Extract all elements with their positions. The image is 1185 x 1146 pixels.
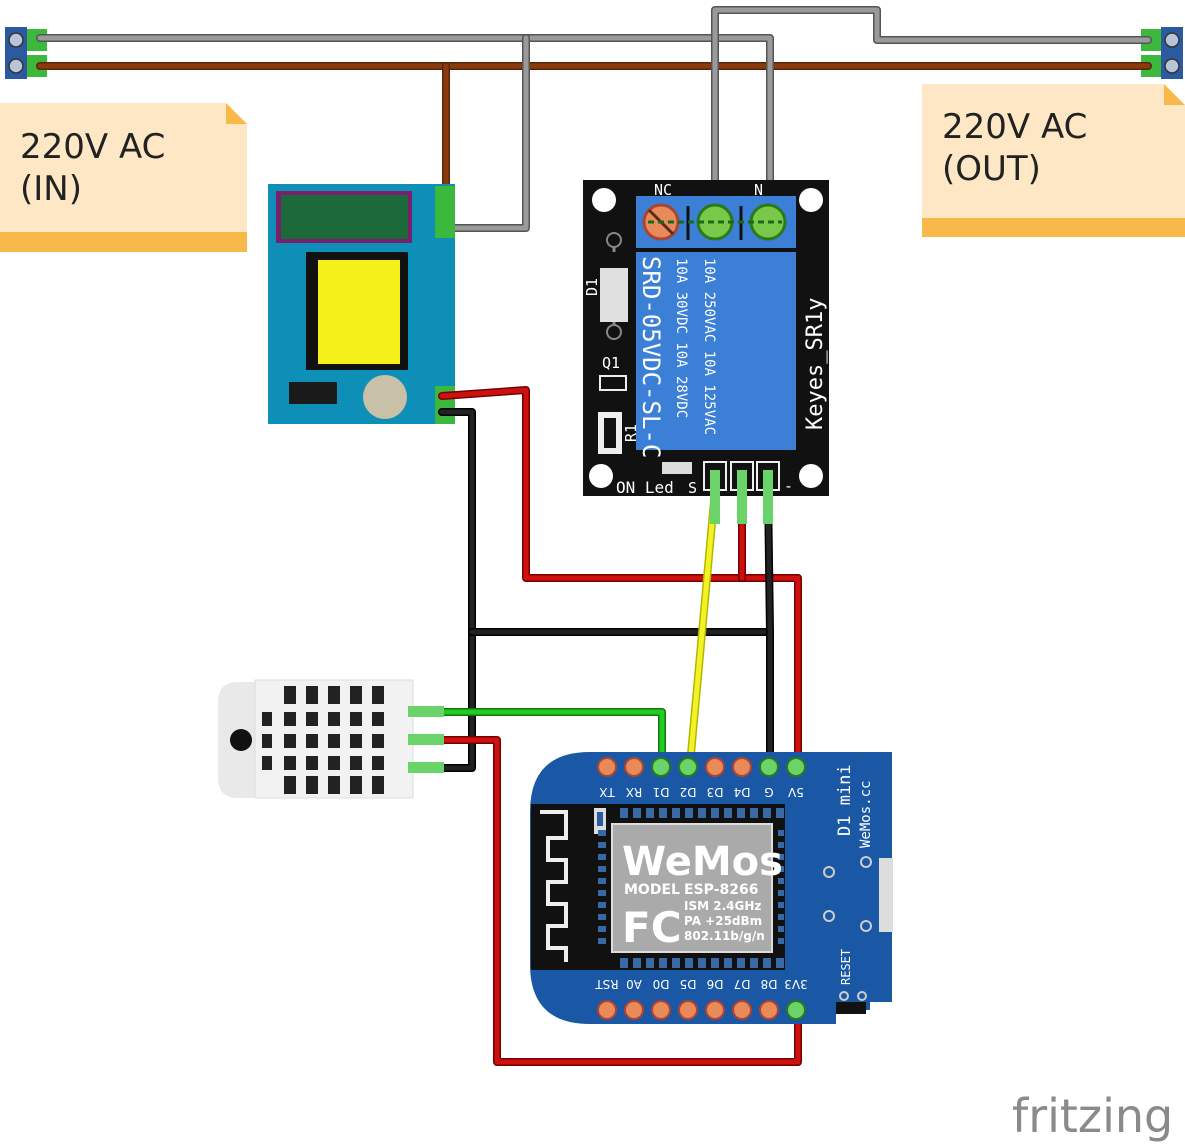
- wemos-pin-top-d4: [732, 757, 752, 777]
- wemos-pin-top-tx: [597, 757, 617, 777]
- wemos-pin-label-3v3: 3V3: [784, 977, 807, 991]
- wemos-model-value: ESP-8266: [684, 882, 758, 898]
- note-ac-in-line1: 220V AC: [20, 127, 165, 167]
- wemos-reset-label: RESET: [839, 949, 853, 985]
- wemos-fc: FC: [622, 903, 682, 952]
- wemos-pin-label-d4: D4: [734, 785, 751, 799]
- wemos-pin-top-d1: [651, 757, 671, 777]
- wemos-pin-label-d5: D5: [680, 977, 697, 991]
- dht22-sensor: [218, 679, 444, 799]
- wemos-pin-bottom-d5: [678, 1000, 698, 1020]
- wemos-pin-label-d0: D0: [653, 977, 670, 991]
- wemos-pin-top-rx: [624, 757, 644, 777]
- wemos-pin-top-d2: [678, 757, 698, 777]
- wemos-pin-top-d3: [705, 757, 725, 777]
- wemos-d1-mini: WeMos MODEL ESP-8266 FC ISM 2.4GHz PA +2…: [530, 752, 893, 1024]
- wemos-pin-bottom-d6: [705, 1000, 725, 1020]
- wemos-pin-label-d2: D2: [680, 785, 697, 799]
- relay-label-q1: Q1: [602, 354, 620, 372]
- relay-label-no: N: [754, 181, 763, 199]
- relay-rating-line1: 10A 250VAC 10A 125VAC: [701, 258, 717, 435]
- wemos-pin-bottom-3v3: [786, 1000, 806, 1020]
- wemos-pin-bottom-d0: [651, 1000, 671, 1020]
- wemos-pin-label-tx: TX: [599, 785, 616, 799]
- wemos-pin-label-rst: RST: [595, 977, 619, 991]
- wemos-pin-label-d1: D1: [653, 785, 670, 799]
- relay-label-r1: R1: [622, 424, 640, 442]
- wemos-pa: PA +25dBm: [684, 914, 762, 928]
- wemos-pin-top-g: [759, 757, 779, 777]
- wemos-pin-label-g: G: [764, 785, 773, 799]
- wemos-logo: WeMos: [622, 839, 783, 885]
- wemos-pin-bottom-d7: [732, 1000, 752, 1020]
- wemos-ism: ISM 2.4GHz: [684, 899, 761, 913]
- note-ac-in-line2: (IN): [20, 169, 82, 209]
- relay-label-pin-minus: -: [784, 477, 793, 495]
- relay-module: NC N D1 Q1 R1 SRD-05VDC-SL-C 10A 250VAC …: [583, 180, 829, 524]
- wemos-pin-label-d7: D7: [734, 977, 751, 991]
- wemos-board-name: D1 mini: [835, 764, 855, 836]
- wemos-pin-label-d6: D6: [707, 977, 724, 991]
- wemos-model-label: MODEL: [624, 882, 680, 898]
- wemos-pin-bottom-d8: [759, 1000, 779, 1020]
- wemos-pin-bottom-a0: [624, 1000, 644, 1020]
- terminal-block-out: [1141, 27, 1183, 79]
- wemos-pin-label-d3: D3: [707, 785, 724, 799]
- relay-brand: Keyes_SR1y: [803, 298, 828, 430]
- note-ac-in: 220V AC (IN): [0, 103, 247, 252]
- relay-label-on-led: ON_Led: [616, 478, 674, 497]
- note-ac-out-line2: (OUT): [942, 149, 1041, 189]
- wemos-board-site: WeMos.cc: [858, 781, 874, 848]
- wemos-pin-top-5v: [786, 757, 806, 777]
- wemos-pin-label-5v: 5V: [787, 785, 804, 799]
- wemos-pin-bottom-rst: [597, 1000, 617, 1020]
- wemos-wifi: 802.11b/g/n: [684, 929, 765, 943]
- note-ac-out: 220V AC (OUT): [922, 84, 1185, 237]
- wemos-pin-label-a0: A0: [626, 977, 642, 991]
- relay-label-pin-s: S: [688, 479, 697, 497]
- relay-label-nc: NC: [654, 181, 672, 199]
- relay-rating-line2: 10A 30VDC 10A 28VDC: [673, 258, 689, 418]
- note-ac-out-line1: 220V AC: [942, 107, 1087, 147]
- relay-model: SRD-05VDC-SL-C: [637, 256, 665, 458]
- wemos-pin-label-rx: RX: [626, 785, 643, 799]
- dc-wires: [438, 386, 802, 1066]
- wemos-pin-label-d8: D8: [761, 977, 778, 991]
- fritzing-watermark: fritzing: [1012, 1089, 1173, 1143]
- power-supply-module: [268, 184, 455, 424]
- relay-label-d1: D1: [583, 278, 601, 296]
